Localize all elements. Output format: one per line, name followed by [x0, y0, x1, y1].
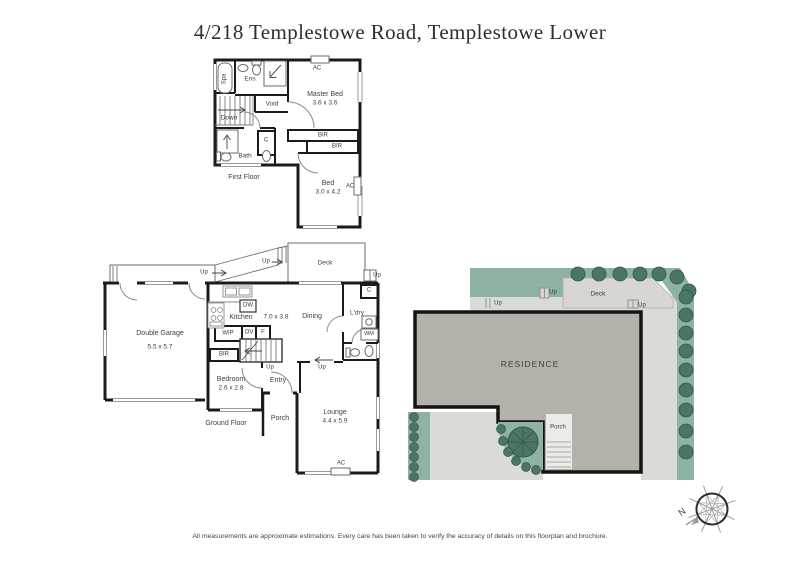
- site-label-residence: RESIDENCE: [500, 359, 560, 370]
- ac-unit: [310, 55, 330, 64]
- ac-label: AC: [312, 65, 322, 72]
- shrub-icons: [409, 412, 419, 482]
- ac-unit: [330, 467, 351, 476]
- tree-icons: [570, 266, 697, 460]
- basin-icon: [364, 345, 374, 357]
- site-label-deck: Deck: [590, 290, 606, 298]
- deck-outline: [287, 242, 366, 283]
- stairs-label-down: Down: [220, 114, 238, 122]
- ac-unit: [353, 176, 362, 196]
- room-label-bed: Bed: [321, 179, 335, 187]
- washing-machine-box: [360, 328, 379, 341]
- shrub-icons: [496, 424, 541, 475]
- floor-label-first: First Floor: [228, 173, 260, 181]
- room-label-entry: Entry: [269, 376, 287, 384]
- toilet-icon: [220, 152, 232, 162]
- room-label-spa: Spa: [221, 73, 228, 85]
- room-dim-garage: 5.5 x 5.7: [147, 343, 173, 351]
- spa-tub-icon: [217, 62, 233, 94]
- room-label-lounge: Lounge: [323, 408, 347, 416]
- tree-icon: [507, 426, 539, 458]
- up-label: Up: [549, 289, 557, 296]
- bir-label: BIR: [317, 132, 329, 139]
- stairs-down: [215, 96, 254, 126]
- sink-icon: [222, 285, 253, 298]
- up-label: Up: [200, 269, 208, 276]
- room-label-laundry: L'dry: [350, 309, 364, 317]
- room-label-master-bed: Master Bed: [307, 90, 343, 98]
- dishwasher-label: DW: [243, 302, 253, 309]
- ac-label: AC: [345, 183, 355, 190]
- shower-icon: [263, 60, 287, 87]
- site-plan: [408, 266, 697, 482]
- ac-label: AC: [336, 460, 346, 467]
- up-label: Up: [266, 364, 274, 371]
- room-label-kitchen: Kitchen: [229, 313, 253, 321]
- site-porch: [546, 414, 572, 469]
- room-dim-bed: 3.0 x 4.2: [315, 188, 341, 196]
- stairs-up: [239, 338, 283, 363]
- pantry-label: WIP: [222, 330, 234, 337]
- room-label-bath: Bath: [238, 152, 252, 160]
- cupboard-label: C: [366, 287, 372, 294]
- room-label-void: Void: [265, 100, 279, 108]
- oven-label: OV: [244, 329, 254, 336]
- toilet-icon: [350, 348, 360, 357]
- washing-machine-label: WM: [364, 330, 374, 337]
- bir-label: BIR: [331, 143, 343, 150]
- compass-icon: [685, 485, 736, 533]
- north-pointer: [691, 515, 699, 526]
- site-label-porch: Porch: [550, 424, 566, 431]
- bir-label: BIR: [218, 351, 230, 358]
- up-label: Up: [262, 258, 270, 265]
- page-title: 4/218 Templestowe Road, Templestowe Lowe…: [193, 20, 607, 44]
- fridge-label: F: [261, 329, 265, 336]
- room-label-porch: Porch: [270, 414, 290, 422]
- toilet-icon: [251, 60, 262, 66]
- up-label: Up: [318, 364, 326, 371]
- disclaimer-text: All measurements are approximate estimat…: [192, 533, 608, 540]
- room-dim-lounge: 4.4 x 5.9: [322, 417, 348, 425]
- room-label-deck: Deck: [317, 259, 333, 267]
- first-floor-plan: [211, 55, 364, 231]
- room-label-bedroom: Bedroom: [216, 375, 246, 383]
- laundry-tub-icon: [361, 315, 377, 329]
- dishwasher-box: [239, 299, 257, 313]
- cupboard-label: C: [263, 137, 269, 144]
- room-dim-kitchen-dining: 7.0 x 3.8: [263, 313, 289, 321]
- basin-icon: [262, 150, 271, 162]
- room-label-ens: Ens: [244, 75, 256, 83]
- room-label-dining: Dining: [302, 312, 322, 320]
- site-deck: [562, 277, 674, 309]
- up-label: Up: [494, 300, 502, 307]
- ground-floor-plan: [101, 242, 382, 477]
- garden-bed: [565, 268, 694, 480]
- room-dim-master-bed: 3.6 x 3.6: [312, 99, 338, 107]
- basin-icon: [237, 64, 249, 72]
- up-label: Up: [373, 272, 381, 279]
- up-label: Up: [638, 302, 646, 309]
- floor-label-ground: Ground Floor: [205, 419, 247, 427]
- room-label-garage: Double Garage: [136, 329, 184, 337]
- room-dim-bedroom: 2.6 x 2.8: [218, 384, 244, 392]
